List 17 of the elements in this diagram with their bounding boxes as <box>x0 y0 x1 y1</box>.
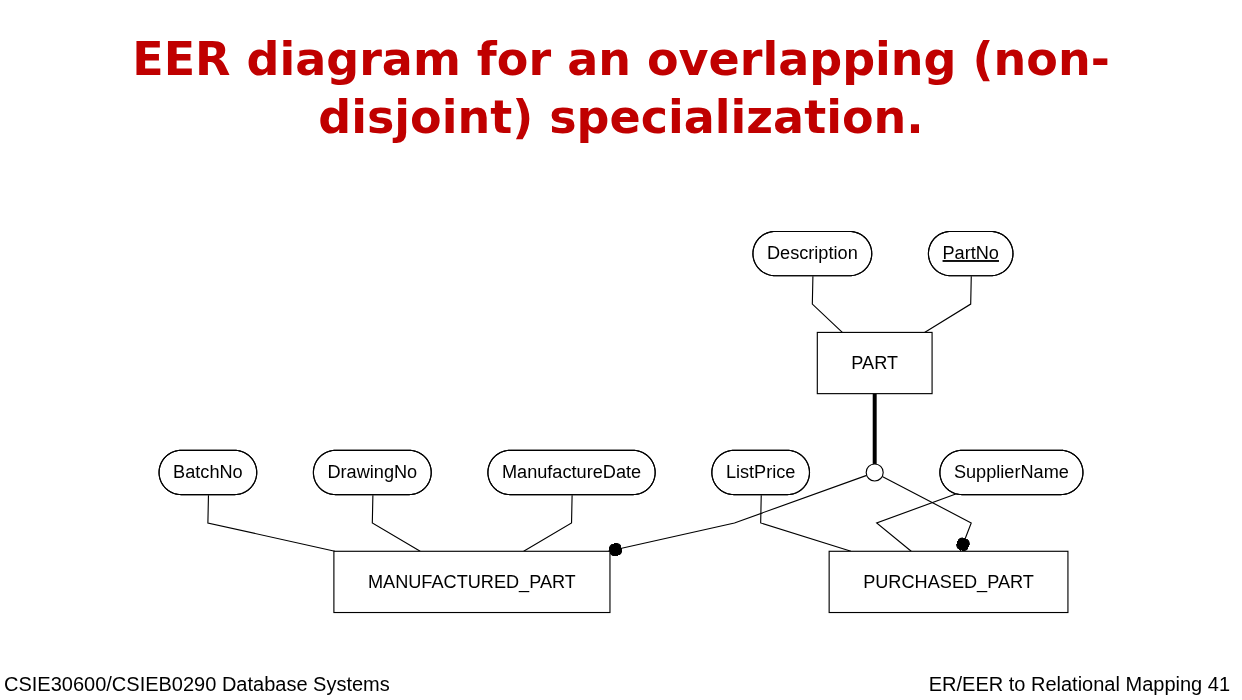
node-circle <box>865 463 884 482</box>
connector <box>207 494 336 552</box>
connector <box>881 475 972 552</box>
connector <box>523 494 573 552</box>
connector <box>923 275 972 333</box>
footer-text: CSIE30600/CSIEB0290 Database Systems <box>4 673 390 696</box>
slide-title: EER diagram for an overlapping (non-disjoint) specialization. <box>131 31 1111 146</box>
connector <box>875 493 957 552</box>
node-box: PURCHASED_PART <box>828 550 1069 614</box>
footer-text: ER/EER to Relational Mapping 41 <box>928 673 1230 696</box>
node-box: PART <box>816 331 933 395</box>
connector <box>371 494 421 552</box>
connector <box>872 393 877 464</box>
connector <box>760 494 852 552</box>
node-box: MANUFACTURED_PART <box>333 550 611 614</box>
connector <box>811 275 843 333</box>
connector <box>607 474 868 557</box>
